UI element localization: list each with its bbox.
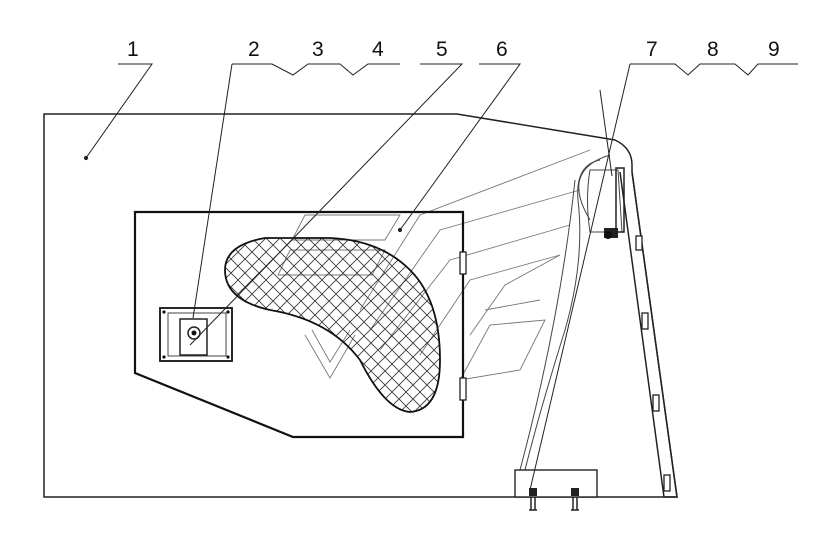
callout-5: 5	[436, 38, 448, 61]
cable-run-3	[519, 179, 576, 471]
rail-bracket-1	[635, 235, 643, 251]
callout-1: 1	[127, 38, 139, 61]
rail-bracket-2	[641, 312, 649, 330]
callout-2: 2	[248, 38, 260, 61]
trim-panel	[133, 210, 465, 439]
lower-bracket	[514, 469, 598, 511]
callout-6: 6	[496, 38, 508, 61]
panel-clip-top	[459, 251, 467, 275]
callout-7: 7	[646, 38, 658, 61]
rail-bracket-4	[663, 474, 671, 492]
door-handle	[159, 307, 233, 362]
callout-8: 8	[707, 38, 719, 61]
cable-run	[524, 159, 601, 471]
rail-bracket-3	[652, 394, 660, 412]
door-latch	[587, 167, 625, 239]
cable-run-2	[578, 154, 611, 221]
callout-9: 9	[768, 38, 780, 61]
window-rail	[619, 171, 678, 498]
callout-labels: 1 2 3 4 5 6 7 8 9	[127, 38, 780, 61]
leader-lines	[83, 63, 798, 491]
callout-3: 3	[312, 38, 324, 61]
callout-4: 4	[372, 38, 384, 61]
panel-clip-bottom	[459, 377, 467, 401]
armrest-pad	[224, 237, 441, 413]
